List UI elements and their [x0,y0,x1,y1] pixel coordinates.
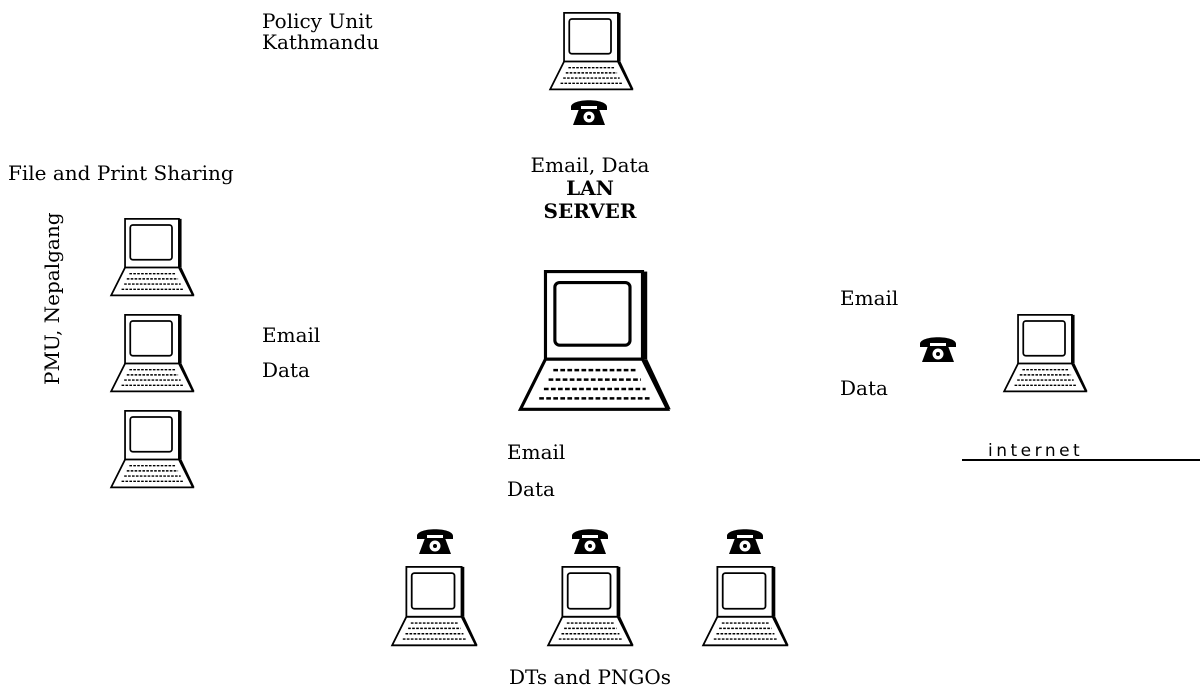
laptop-icon [541,12,641,92]
dts-pngos-label: DTs and PNGOs [508,665,672,689]
kathmandu-label: Kathmandu [262,30,380,54]
telephone-icon [570,524,610,556]
server-label: SERVER [543,199,637,223]
telephone-icon [918,332,958,364]
file-print-sharing-label: File and Print Sharing [8,161,234,185]
laptop-icon [104,410,200,490]
server-laptop-icon [506,270,682,414]
data-bottom-label: Data [507,477,555,501]
laptop-icon [997,314,1093,394]
policy-unit-label: Policy Unit [262,9,373,33]
email-data-label: Email, Data [530,153,650,177]
laptop-icon [695,566,795,648]
laptop-icon [104,218,200,298]
data-left-label: Data [262,358,310,382]
laptop-icon [540,566,640,648]
email-right-label: Email [840,286,899,310]
internet-line [962,459,1200,461]
laptop-icon [104,314,200,394]
laptop-icon [384,566,484,648]
internet-label: internet [988,441,1084,461]
email-left-label: Email [262,323,321,347]
pmu-nepalgang-label: PMU, Nepalgang [40,212,64,385]
telephone-icon [569,95,609,127]
lan-label: LAN [566,176,614,200]
telephone-icon [725,524,765,556]
telephone-icon [415,524,455,556]
data-right-label: Data [840,376,888,400]
email-bottom-label: Email [507,440,566,464]
